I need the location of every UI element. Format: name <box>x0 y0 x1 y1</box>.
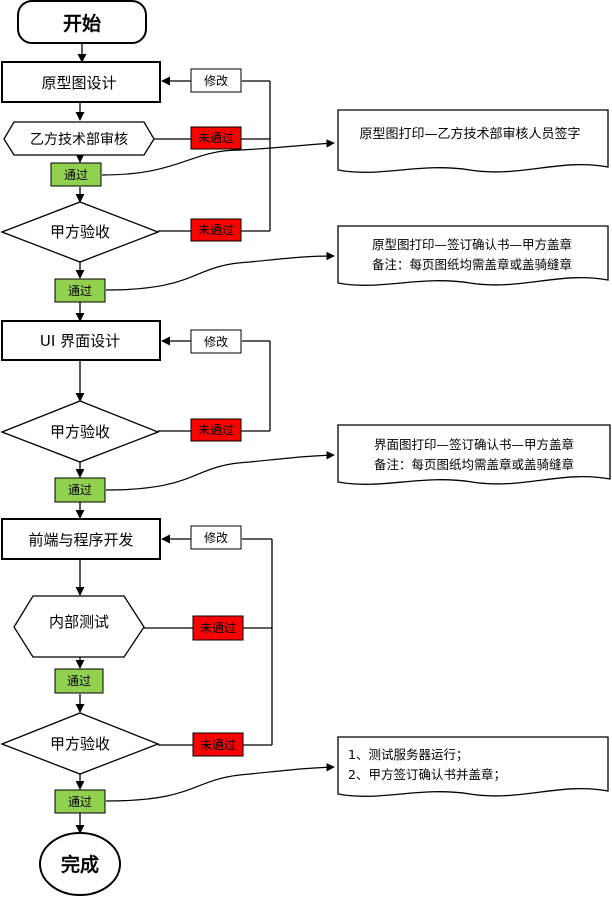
pass-tag: 通过 <box>54 668 104 694</box>
loop-connectors <box>144 76 273 746</box>
note-3-line2: 备注：每页图纸均需盖章或盖骑缝章 <box>374 457 574 472</box>
svg-text:未通过: 未通过 <box>200 621 236 635</box>
internal-test-step: 内部测试 <box>13 595 145 658</box>
main-flow-connectors <box>75 43 87 834</box>
modify-tag: 修改 <box>190 525 242 550</box>
frontend-dev-step: 前端与程序开发 <box>1 518 161 560</box>
svg-text:通过: 通过 <box>68 284 92 298</box>
party-a-accept-1-decision: 甲方验收 <box>0 201 160 263</box>
svg-text:通过: 通过 <box>67 674 91 688</box>
party-a-accept-2-label: 甲方验收 <box>50 423 110 441</box>
svg-text:未通过: 未通过 <box>200 738 236 752</box>
prototype-design-step: 原型图设计 <box>1 61 161 103</box>
modify-tag: 修改 <box>190 68 242 93</box>
end-label: 完成 <box>61 853 99 876</box>
svg-text:通过: 通过 <box>68 483 92 497</box>
note-4-line1: 1、测试服务器运行； <box>348 747 468 762</box>
svg-text:通过: 通过 <box>64 168 88 182</box>
pass-tag: 通过 <box>54 477 106 503</box>
note-4: 1、测试服务器运行； 2、甲方签订确认书并盖章； <box>337 736 609 797</box>
note-2-line2: 备注：每页图纸均需盖章或盖骑缝章 <box>372 257 572 272</box>
svg-text:未通过: 未通过 <box>198 423 234 437</box>
ui-design-label: UI 界面设计 <box>40 332 120 350</box>
svg-text:未通过: 未通过 <box>198 223 234 237</box>
pass-tag: 通过 <box>54 789 106 814</box>
svg-text:通过: 通过 <box>68 795 92 809</box>
prototype-design-label: 原型图设计 <box>41 74 116 92</box>
note-1-text: 原型图打印—乙方技术部审核人员签字 <box>359 126 580 142</box>
note-3: 界面图打印—签订确认书—甲方盖章 备注：每页图纸均需盖章或盖骑缝章 <box>337 424 611 485</box>
party-a-accept-1-label: 甲方验收 <box>50 223 110 241</box>
svg-text:未通过: 未通过 <box>198 131 234 145</box>
note-1: 原型图打印—乙方技术部审核人员签字 <box>337 109 609 173</box>
pass-tag: 通过 <box>50 162 102 187</box>
party-a-accept-2-decision: 甲方验收 <box>0 400 160 463</box>
fail-tag: 未通过 <box>190 418 242 442</box>
note-3-line1: 界面图打印—签订确认书—甲方盖章 <box>374 437 574 452</box>
note-connectors <box>101 139 335 802</box>
party-a-accept-3-decision: 甲方验收 <box>0 712 160 775</box>
internal-test-label: 内部测试 <box>49 613 109 631</box>
note-2: 原型图打印—签订确认书—甲方盖章 备注：每页图纸均需盖章或盖骑缝章 <box>337 225 609 286</box>
party-b-review-step: 乙方技术部审核 <box>3 121 155 156</box>
note-2-line1: 原型图打印—签订确认书—甲方盖章 <box>372 237 572 252</box>
fail-tag: 未通过 <box>190 218 242 242</box>
frontend-dev-label: 前端与程序开发 <box>28 531 133 549</box>
note-4-line2: 2、甲方签订确认书并盖章； <box>348 767 506 782</box>
fail-tag: 未通过 <box>192 732 244 757</box>
party-a-accept-3-label: 甲方验收 <box>50 735 110 753</box>
ui-design-step: UI 界面设计 <box>1 320 161 361</box>
svg-text:修改: 修改 <box>204 73 228 88</box>
start-node: 开始 <box>17 0 147 44</box>
svg-text:修改: 修改 <box>204 530 228 545</box>
end-node: 完成 <box>39 832 121 896</box>
svg-text:修改: 修改 <box>204 334 228 349</box>
start-label: 开始 <box>63 12 101 35</box>
fail-tag: 未通过 <box>192 615 244 641</box>
fail-tag: 未通过 <box>190 126 242 150</box>
party-b-review-label: 乙方技术部审核 <box>30 132 128 148</box>
modify-tag: 修改 <box>190 329 242 354</box>
pass-tag: 通过 <box>54 278 106 303</box>
